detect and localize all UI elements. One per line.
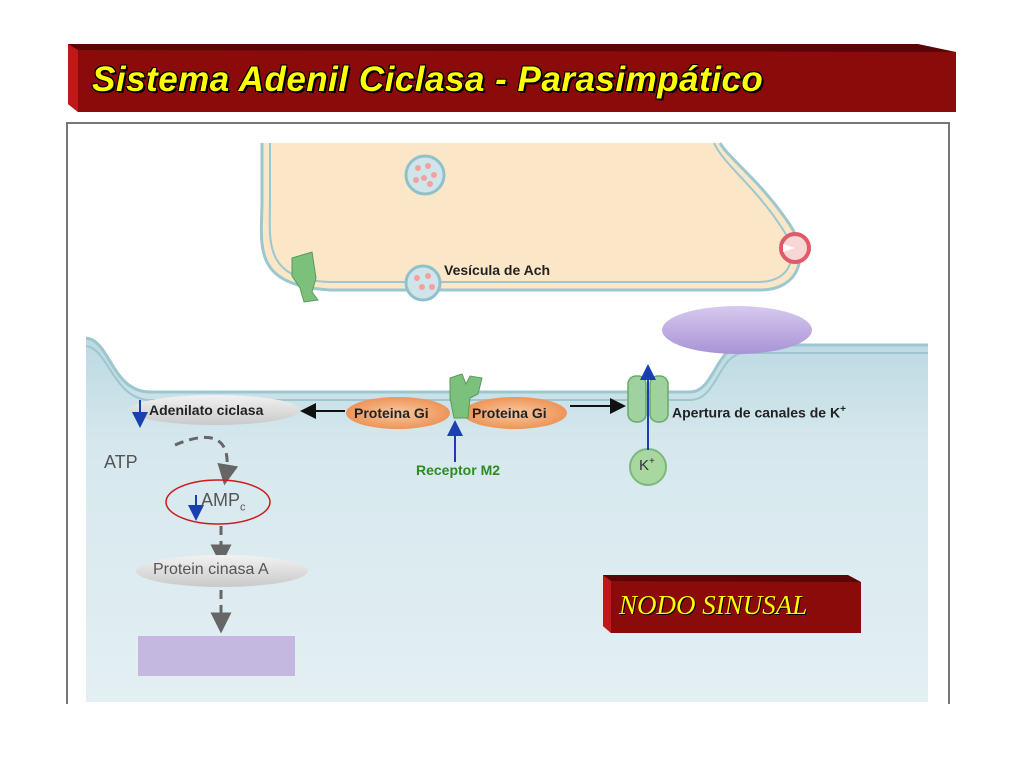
k-channel-opening-text: Apertura de canales de K	[672, 404, 841, 421]
gi-protein-right	[463, 397, 567, 429]
diagram-frame	[66, 122, 950, 704]
ampc-label: AMPc	[201, 490, 246, 514]
red-transporter	[779, 232, 811, 264]
ampc-highlight-circle	[165, 479, 271, 525]
purple-oval	[662, 306, 812, 354]
k-ion-label: K+	[639, 456, 655, 474]
k-ion-sup: +	[649, 456, 655, 467]
adenylate-cyclase-pill	[130, 395, 300, 425]
vesicle-label: Vesícula de Ach	[444, 262, 551, 278]
gi-protein-left	[346, 397, 450, 429]
slide-title: Sistema Adenil Ciclasa - Parasimpático	[92, 60, 764, 99]
atp-label: ATP	[104, 452, 138, 472]
title-banner	[68, 44, 956, 112]
presynaptic-terminal	[261, 143, 800, 290]
vesicle-fusing	[404, 264, 442, 302]
presynaptic-receptor	[291, 251, 319, 303]
k-channel-opening-sup: +	[840, 404, 846, 415]
receptor-m2	[449, 373, 483, 419]
nodo-sinusal-label: NODO SINUSAL	[619, 590, 808, 620]
gi-protein-right-label: Proteina Gi	[472, 405, 547, 421]
protein-kinase-pill	[136, 555, 308, 587]
ampc-text: AMP	[201, 490, 241, 510]
adenylate-cyclase-label: Adenilato ciclasa	[149, 402, 264, 418]
ampc-sub: c	[240, 501, 246, 514]
purple-box	[138, 636, 295, 676]
k-ion-text: K	[639, 457, 650, 474]
nodo-banner	[603, 575, 861, 633]
k-channel	[627, 375, 669, 423]
k-channel-opening-label: Apertura de canales de K+	[672, 404, 846, 421]
vesicle-top	[404, 154, 446, 196]
protein-kinase-label: Protein cinasa A	[153, 561, 269, 578]
receptor-m2-label: Receptor M2	[416, 462, 501, 478]
gi-protein-left-label: Proteina Gi	[354, 405, 429, 421]
